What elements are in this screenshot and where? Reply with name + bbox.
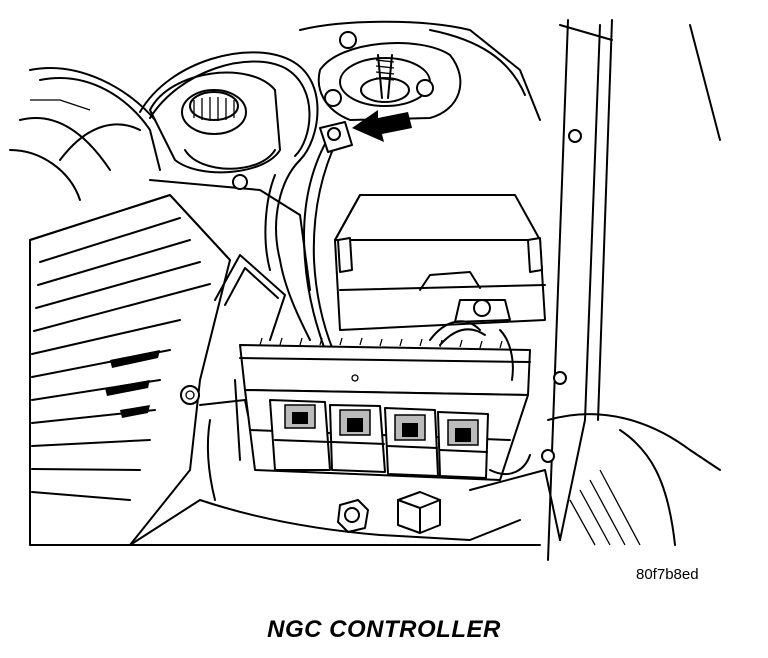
- connector-4: [437, 411, 489, 479]
- connector-1: [269, 399, 331, 471]
- connector-3: [384, 407, 439, 477]
- figure-reference-code: 80f7b8ed: [636, 566, 699, 583]
- controller-bracket: [206, 254, 286, 501]
- module-cover: [334, 194, 546, 331]
- controller-connectors: [269, 399, 489, 479]
- connector-2: [329, 404, 386, 473]
- brake-lines: [9, 51, 319, 201]
- fender-panel: [541, 19, 721, 561]
- lower-mounting-hardware: [29, 469, 561, 546]
- ground-wire: [264, 121, 353, 351]
- ground-location-arrow: [352, 110, 412, 142]
- brake-reservoir: [149, 71, 311, 291]
- finned-module: [29, 194, 249, 546]
- strut-tower: [299, 20, 541, 121]
- wiring-harness: [429, 320, 531, 475]
- figure-caption: NGC CONTROLLER: [267, 616, 501, 643]
